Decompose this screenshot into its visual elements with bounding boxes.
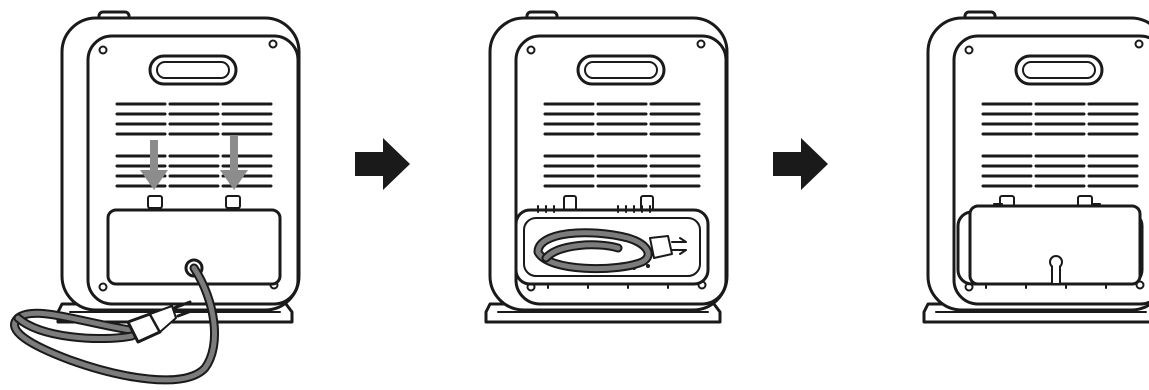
cord-slot — [1050, 256, 1062, 284]
step-3-heater-rear — [924, 12, 1149, 322]
step-1-heater-rear — [15, 12, 299, 380]
next-step-arrow-icon — [773, 138, 828, 190]
step-2-heater-rear — [486, 12, 727, 322]
next-step-arrow-icon — [355, 138, 410, 190]
